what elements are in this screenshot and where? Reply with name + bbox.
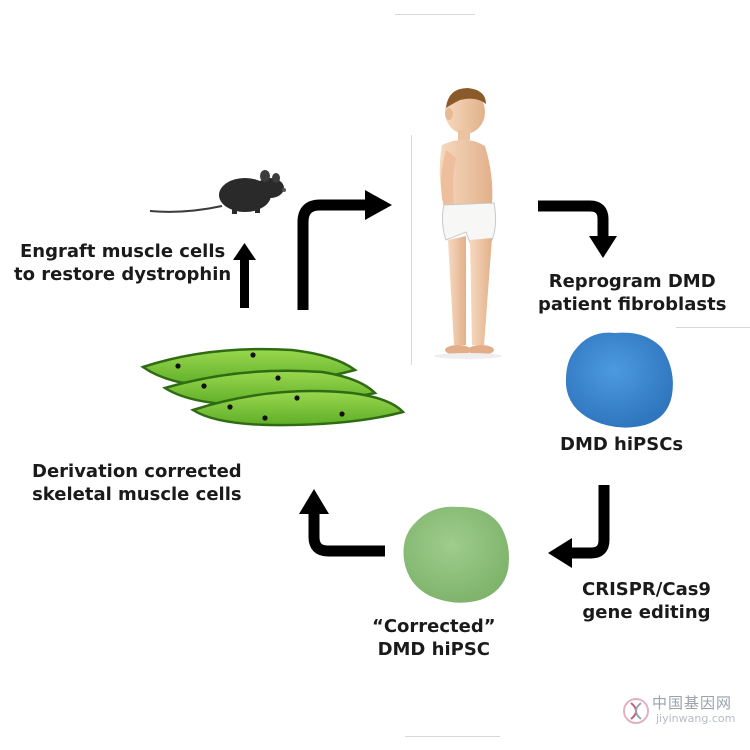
watermark: 中国基因网 jiyinwang.com — [622, 692, 742, 732]
label-reprogram: Reprogram DMD patient fibroblasts — [538, 270, 726, 316]
arrow-to-mouse — [233, 243, 256, 308]
label-reprogram-line2: patient fibroblasts — [538, 294, 727, 315]
watermark-cn: 中国基因网 — [652, 694, 733, 712]
arrow-to-derivation — [299, 489, 385, 557]
label-reprogram-line1: Reprogram DMD — [548, 271, 716, 292]
label-derivation-line2: skeletal muscle cells — [32, 484, 242, 505]
label-derivation: Derivation corrected skeletal muscle cel… — [32, 460, 242, 506]
left-panel-rule — [411, 135, 412, 365]
label-crispr-line1: CRISPR/Cas9 — [582, 579, 711, 600]
label-corrected: “Corrected” DMD hiPSC — [372, 615, 496, 661]
arrow-to-patient — [297, 190, 392, 310]
watermark-en: jiyinwang.com — [656, 712, 736, 725]
right-rule — [676, 327, 750, 328]
mouse-icon — [149, 170, 286, 214]
label-hipscs-line1: DMD hiPSCs — [560, 434, 684, 455]
label-corrected-line1: “Corrected” — [372, 616, 496, 637]
label-engraft: Engraft muscle cells to restore dystroph… — [14, 240, 231, 286]
label-engraft-line2: to restore dystrophin — [14, 264, 232, 285]
corrected-cell-icon — [403, 506, 509, 603]
hipsc-cell-icon — [565, 332, 673, 428]
arrow-to-crispr — [548, 485, 610, 568]
muscle-cells-icon — [140, 347, 406, 427]
boy-patient-icon — [434, 88, 502, 359]
label-derivation-line1: Derivation corrected — [32, 461, 242, 482]
label-crispr: CRISPR/Cas9 gene editing — [582, 578, 711, 624]
top-rule — [395, 14, 475, 15]
label-hipscs: DMD hiPSCs — [560, 433, 683, 456]
label-engraft-line1: Engraft muscle cells — [19, 241, 226, 262]
bottom-rule — [405, 736, 500, 737]
label-corrected-line2: DMD hiPSC — [377, 639, 490, 660]
arrow-to-reprogram — [538, 200, 617, 258]
dna-logo-icon — [623, 698, 649, 724]
label-crispr-line2: gene editing — [582, 602, 711, 623]
